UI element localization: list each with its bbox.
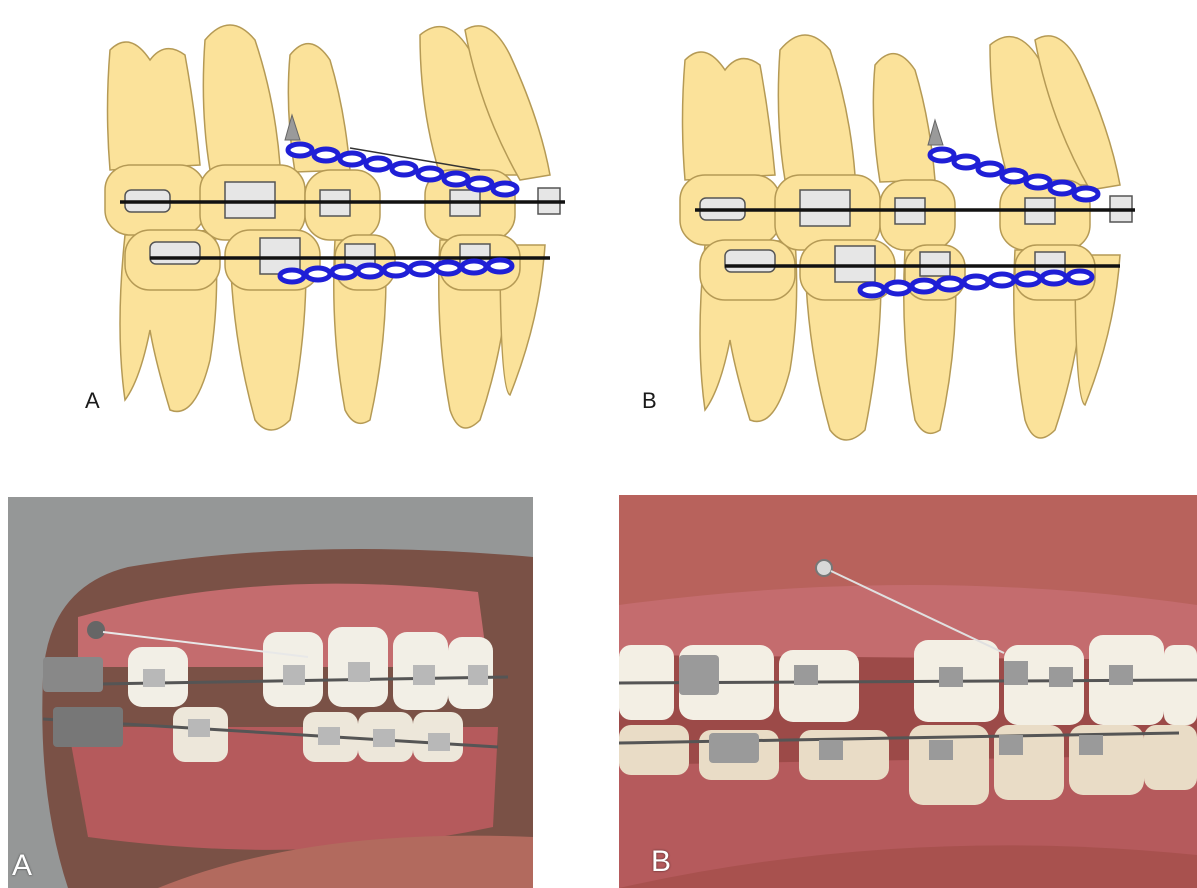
diagram-b-illustration bbox=[640, 0, 1180, 450]
lower-tube bbox=[150, 242, 200, 264]
upper-teeth bbox=[683, 35, 1121, 190]
diagram-b-label: B bbox=[642, 388, 657, 414]
photo-b-image bbox=[619, 495, 1197, 888]
photo-a: A bbox=[8, 497, 533, 888]
photo-a-label: A bbox=[12, 849, 32, 883]
diagram-a-illustration bbox=[80, 0, 600, 450]
upper-molar bbox=[108, 42, 201, 170]
diagram-a: A bbox=[80, 0, 600, 450]
diagram-b: B bbox=[640, 0, 1180, 450]
upper-bracket-1 bbox=[225, 182, 275, 218]
diagram-a-label: A bbox=[85, 388, 100, 414]
upper-premolar-1 bbox=[203, 25, 280, 170]
photo-b-label: B bbox=[651, 845, 671, 879]
photo-a-image bbox=[8, 497, 533, 888]
photo-b: B bbox=[619, 495, 1197, 888]
mini-screw bbox=[928, 120, 943, 145]
